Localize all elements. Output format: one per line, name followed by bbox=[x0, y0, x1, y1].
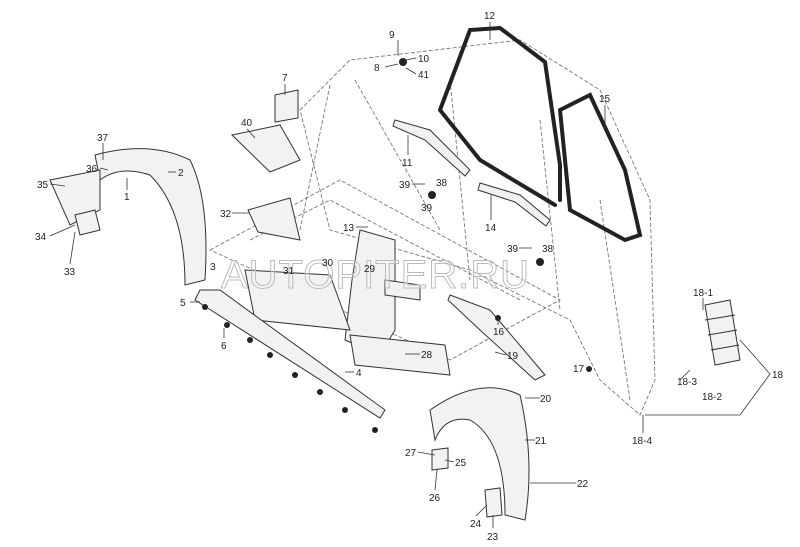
callout-3: 3 bbox=[210, 262, 216, 273]
callout-7: 7 bbox=[282, 73, 288, 84]
callout-11: 11 bbox=[402, 158, 413, 169]
callout-34: 34 bbox=[35, 232, 47, 243]
clips bbox=[202, 58, 592, 433]
callout-1: 1 bbox=[124, 192, 130, 203]
callout-22: 22 bbox=[577, 479, 589, 490]
callout-39c: 39 bbox=[507, 244, 519, 255]
callout-19: 19 bbox=[507, 351, 519, 362]
callout-20: 20 bbox=[540, 394, 552, 405]
bracket-26 bbox=[431, 447, 449, 471]
callout-13: 13 bbox=[343, 223, 355, 234]
wheel-arch-front bbox=[94, 148, 207, 286]
callout-18-2: 18-2 bbox=[702, 392, 722, 403]
callout-9: 9 bbox=[389, 30, 395, 41]
callout-21: 21 bbox=[535, 436, 547, 447]
wheel-arch-rear bbox=[429, 387, 530, 521]
callout-39a: 39 bbox=[399, 180, 411, 191]
part-32 bbox=[247, 197, 301, 241]
callout-28: 28 bbox=[421, 350, 433, 361]
part-28 bbox=[349, 334, 451, 376]
callout-29: 29 bbox=[364, 264, 376, 275]
callout-18-3: 18-3 bbox=[677, 377, 697, 388]
callout-16: 16 bbox=[493, 327, 505, 338]
mudguard-35 bbox=[49, 169, 101, 226]
callout-26: 26 bbox=[429, 493, 441, 504]
watermark: AUTOPITER.RU bbox=[221, 253, 530, 297]
seal-15 bbox=[558, 92, 643, 243]
callout-18-4: 18-4 bbox=[632, 436, 652, 447]
callout-30: 30 bbox=[322, 258, 334, 269]
part-31 bbox=[244, 269, 351, 331]
part-14 bbox=[477, 182, 551, 227]
callout-18-1: 18-1 bbox=[693, 288, 713, 299]
seal-12 bbox=[437, 25, 562, 207]
callout-41: 41 bbox=[418, 70, 430, 81]
part-7 bbox=[274, 89, 299, 123]
callout-10: 10 bbox=[418, 54, 430, 65]
callout-32: 32 bbox=[220, 209, 232, 220]
callout-37: 37 bbox=[97, 133, 109, 144]
callout-31: 31 bbox=[283, 266, 295, 277]
callout-36: 36 bbox=[86, 164, 98, 175]
callout-18: 18 bbox=[772, 370, 784, 381]
callout-38b: 38 bbox=[542, 244, 554, 255]
callout-6: 6 bbox=[221, 341, 227, 352]
sill-4 bbox=[194, 289, 386, 419]
bracket-24 bbox=[484, 487, 503, 518]
callout-5: 5 bbox=[180, 298, 186, 309]
callout-labels: 12 9 10 8 41 7 15 40 37 36 2 35 1 11 39 … bbox=[35, 11, 784, 543]
callout-23: 23 bbox=[487, 532, 499, 543]
callout-33: 33 bbox=[64, 267, 76, 278]
callout-24: 24 bbox=[470, 519, 482, 530]
callout-4: 4 bbox=[356, 368, 362, 379]
part-40 bbox=[230, 124, 301, 173]
callout-14: 14 bbox=[485, 223, 497, 234]
callout-15: 15 bbox=[599, 94, 611, 105]
leader-lines bbox=[49, 22, 771, 528]
callout-39b: 39 bbox=[421, 203, 433, 214]
callout-8: 8 bbox=[374, 63, 380, 74]
callout-27: 27 bbox=[405, 448, 417, 459]
callout-2: 2 bbox=[178, 168, 184, 179]
part-29 bbox=[384, 279, 421, 301]
callout-17: 17 bbox=[573, 364, 585, 375]
callout-40: 40 bbox=[241, 118, 253, 129]
callout-38a: 38 bbox=[436, 178, 448, 189]
callout-25: 25 bbox=[455, 458, 467, 469]
part-19 bbox=[447, 294, 546, 381]
callout-35: 35 bbox=[37, 180, 49, 191]
part-11 bbox=[392, 119, 471, 177]
body-frame bbox=[208, 39, 656, 416]
bracket-34 bbox=[74, 209, 101, 236]
callout-12: 12 bbox=[484, 11, 496, 22]
